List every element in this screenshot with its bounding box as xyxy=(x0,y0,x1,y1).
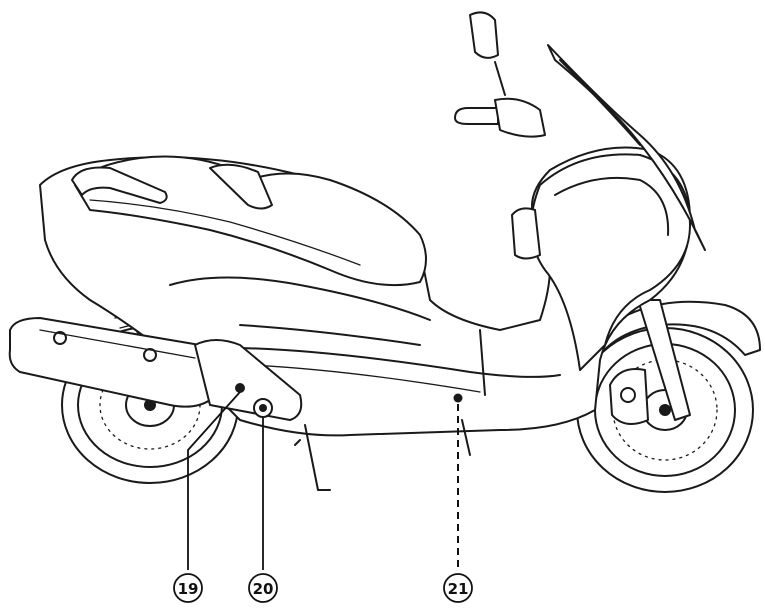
callout-20-label: 20 xyxy=(253,580,274,598)
callout-19-label: 19 xyxy=(178,580,199,598)
handlebar xyxy=(454,11,546,138)
point-19 xyxy=(235,383,245,393)
legshield xyxy=(530,153,691,371)
callout-20: 20 xyxy=(248,573,278,603)
swingarm xyxy=(194,339,303,421)
stands xyxy=(294,419,471,491)
callout-19: 19 xyxy=(173,573,203,603)
exhaust-muffler xyxy=(8,317,222,408)
callout-21: 21 xyxy=(443,573,473,603)
callout-21-label: 21 xyxy=(448,580,469,598)
point-21 xyxy=(453,393,463,403)
leader-19 xyxy=(187,391,241,570)
grab-rail xyxy=(71,166,168,204)
front-fork xyxy=(637,299,691,421)
seat xyxy=(74,155,427,287)
